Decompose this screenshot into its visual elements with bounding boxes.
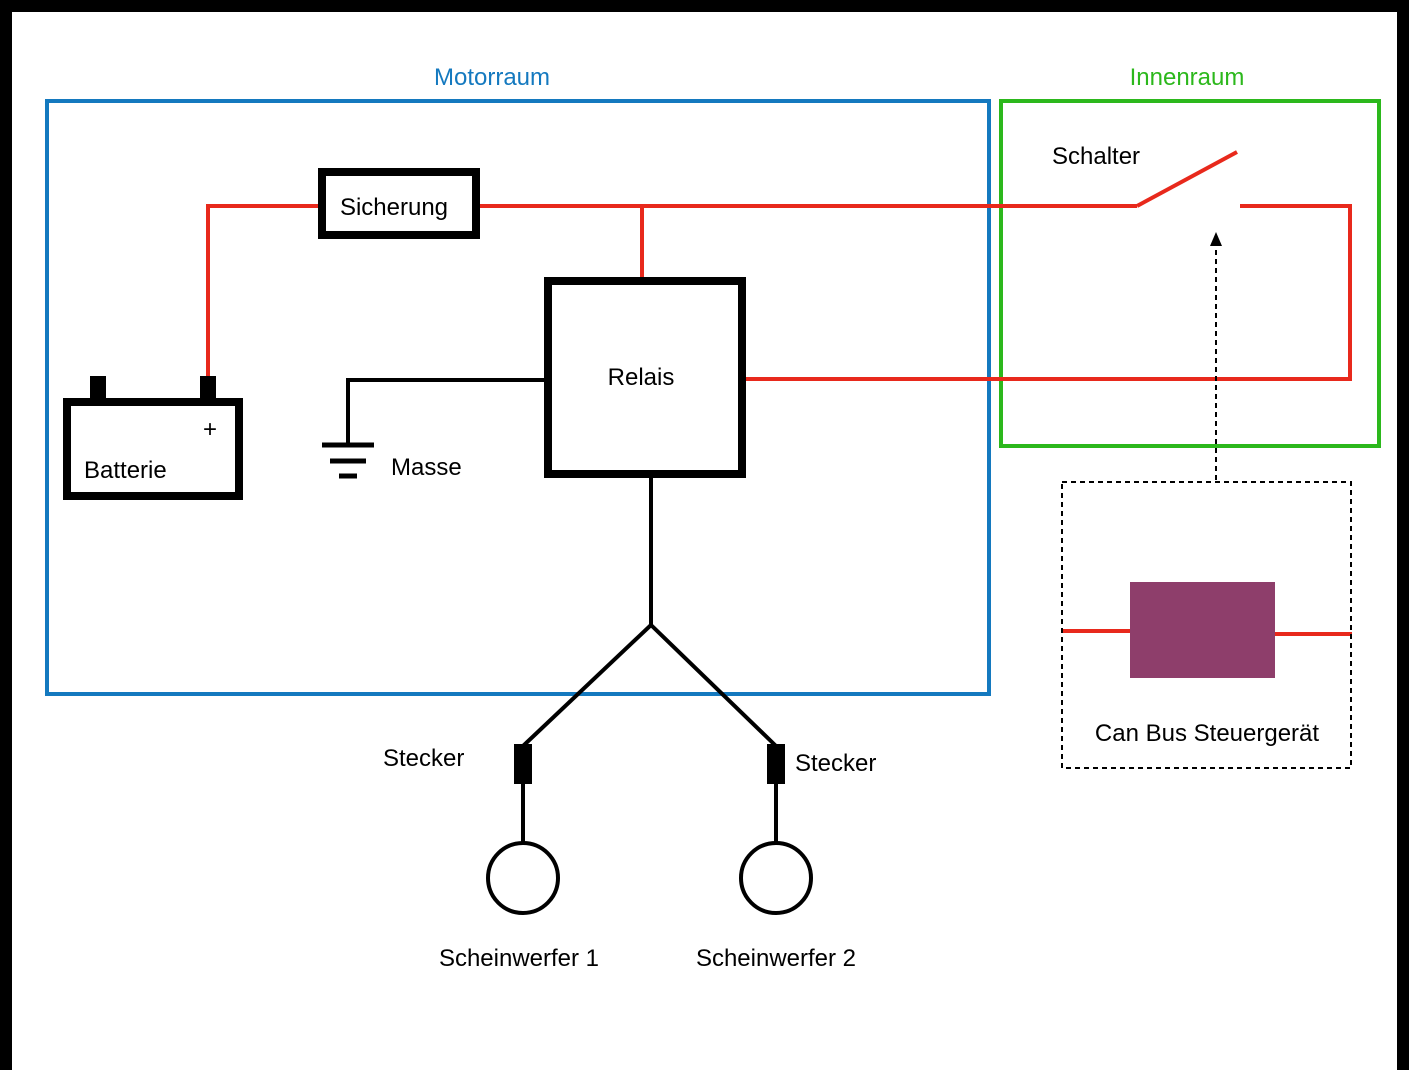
innenraum-zone xyxy=(999,99,1381,448)
relay-box xyxy=(544,277,746,478)
plug-connector-icon xyxy=(767,744,785,784)
can-module-label: Can Bus Steuergerät xyxy=(1095,720,1319,747)
plug-connector-icon xyxy=(514,744,532,784)
ground-symbol-icon xyxy=(322,442,374,479)
headlight-1-label: Scheinwerfer 1 xyxy=(439,945,599,972)
fuse-label: Sicherung xyxy=(340,194,448,221)
arrow-up-icon xyxy=(1210,232,1222,246)
ground-wire xyxy=(346,378,544,444)
power-wiring xyxy=(206,150,1352,636)
connector-right-label: Stecker xyxy=(795,750,876,777)
lamp-circle-icon xyxy=(739,841,813,915)
battery-plus-label: + xyxy=(203,416,217,443)
motorraum-zone xyxy=(45,99,991,696)
motorraum-label: Motorraum xyxy=(434,64,550,91)
can-module-block xyxy=(1130,582,1275,678)
innenraum-label: Innenraum xyxy=(1130,64,1245,91)
battery-label: Batterie xyxy=(84,457,167,484)
connector-left-label: Stecker xyxy=(383,745,464,772)
ground-label: Masse xyxy=(391,454,462,481)
headlight-2-label: Scheinwerfer 2 xyxy=(696,945,856,972)
lamp-circle-icon xyxy=(486,841,560,915)
battery-icon xyxy=(63,376,243,500)
can-module-box xyxy=(1061,481,1352,769)
switch-label: Schalter xyxy=(1052,143,1140,170)
switch-return-wire xyxy=(743,204,1352,381)
relay-label: Relais xyxy=(608,364,675,391)
output-wiring xyxy=(521,478,778,843)
battery-to-fuse-wire xyxy=(206,204,322,378)
fuse-box xyxy=(318,168,480,239)
switch-lever xyxy=(1136,150,1238,208)
